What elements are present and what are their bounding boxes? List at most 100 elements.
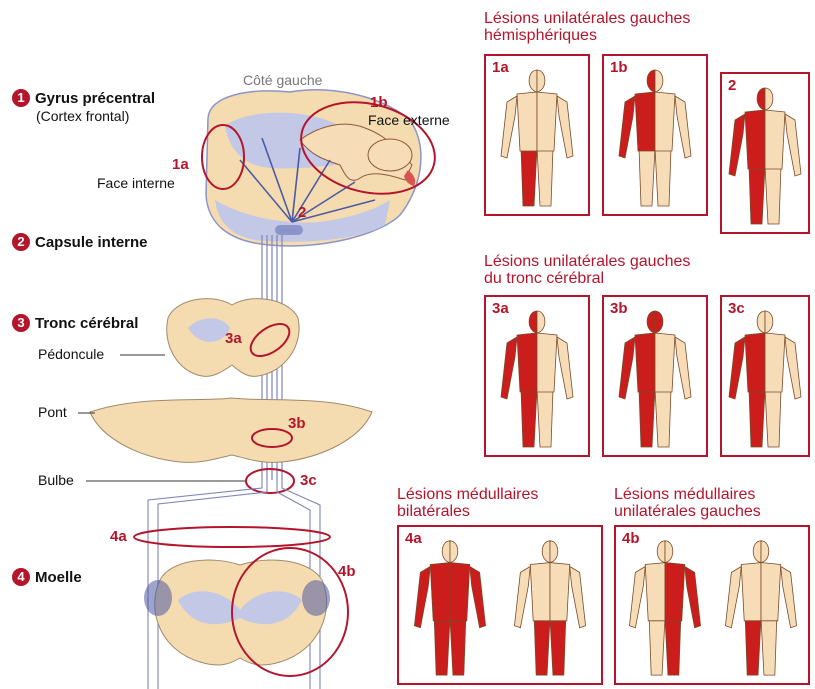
torso-left-patient bbox=[655, 333, 675, 392]
torso-right-patient bbox=[741, 563, 761, 621]
torso-left-patient bbox=[550, 563, 570, 621]
face-left-patient bbox=[765, 311, 773, 333]
arm-left-patient bbox=[785, 337, 801, 399]
marker-4a: 4a bbox=[110, 528, 127, 545]
section-brainstem-line1: Lésions unilatérales gauches bbox=[484, 253, 690, 270]
leg-right-patient bbox=[434, 618, 450, 675]
panel-4b: 4b bbox=[614, 525, 810, 685]
face-right-patient bbox=[757, 88, 765, 110]
figure-4b-2 bbox=[712, 527, 810, 683]
section-spinal-unilateral-title: Lésions médullaires unilatérales gauches bbox=[614, 486, 761, 520]
arm-left-patient bbox=[570, 566, 586, 627]
face-right-patient bbox=[529, 311, 537, 333]
level-1-title: 1 Gyrus précentral bbox=[12, 89, 155, 107]
section-hemispheric-title: Lésions unilatérales gauches hémisphériq… bbox=[484, 10, 690, 44]
arm-left-patient bbox=[557, 96, 573, 158]
torso-right-patient bbox=[745, 333, 765, 392]
arm-left-patient bbox=[557, 337, 573, 399]
arm-right-patient bbox=[729, 114, 745, 176]
arm-right-patient bbox=[619, 337, 635, 399]
face-interne-label: Face interne bbox=[97, 175, 175, 191]
spinal-cord-section bbox=[134, 527, 348, 676]
torso-right-patient bbox=[635, 92, 655, 151]
pedoncule-label: Pédoncule bbox=[38, 346, 104, 362]
marker-3c: 3c bbox=[300, 472, 317, 489]
face-left-patient bbox=[550, 541, 558, 563]
face-externe-label: Face externe bbox=[368, 112, 450, 128]
leg-left-patient bbox=[655, 389, 671, 447]
leg-right-patient bbox=[534, 618, 550, 675]
section-brainstem-title: Lésions unilatérales gauches du tronc cé… bbox=[484, 253, 690, 287]
section-hemispheric-line1: Lésions unilatérales gauches bbox=[484, 10, 690, 27]
face-right-patient bbox=[753, 541, 761, 563]
level-1-name: Gyrus précentral bbox=[35, 90, 155, 107]
leg-left-patient bbox=[550, 618, 566, 675]
arm-left-patient bbox=[685, 566, 701, 627]
face-right-patient bbox=[757, 311, 765, 333]
marker-3b: 3b bbox=[288, 415, 306, 432]
section-spinal-bilateral-line2: bilatérales bbox=[397, 503, 538, 520]
panel-3a: 3a bbox=[484, 295, 590, 457]
leg-right-patient bbox=[639, 148, 655, 206]
level-4-number: 4 bbox=[12, 568, 30, 586]
leg-left-patient bbox=[655, 148, 671, 206]
figure-4a-2 bbox=[499, 527, 601, 683]
level-2-title: 2 Capsule interne bbox=[12, 233, 148, 251]
section-spinal-unilateral-line1: Lésions médullaires bbox=[614, 486, 761, 503]
level-3-name: Tronc cérébral bbox=[35, 315, 138, 332]
leg-right-patient bbox=[639, 389, 655, 447]
torso-left-patient bbox=[761, 563, 781, 621]
torso-right-patient bbox=[635, 333, 655, 392]
panel-3c: 3c bbox=[720, 295, 810, 457]
figure-1b bbox=[604, 56, 706, 214]
arm-left-patient bbox=[675, 337, 691, 399]
arm-left-patient bbox=[781, 566, 797, 627]
leg-left-patient bbox=[665, 618, 681, 675]
leg-right-patient bbox=[749, 389, 765, 447]
face-right-patient bbox=[442, 541, 450, 563]
marker-3a: 3a bbox=[225, 330, 242, 347]
panel-4a: 4a bbox=[397, 525, 603, 685]
torso-right-patient bbox=[517, 92, 537, 151]
figure-4a-1 bbox=[399, 527, 501, 683]
level-2-name: Capsule interne bbox=[35, 234, 148, 251]
leg-right-patient bbox=[521, 389, 537, 447]
arm-right-patient bbox=[725, 566, 741, 627]
figure-4b-1 bbox=[616, 527, 714, 683]
section-spinal-bilateral-line1: Lésions médullaires bbox=[397, 486, 538, 503]
level-3-number: 3 bbox=[12, 314, 30, 332]
section-spinal-unilateral-line2: unilatérales gauches bbox=[614, 503, 761, 520]
side-label: Côté gauche bbox=[243, 72, 322, 88]
figure-2 bbox=[722, 74, 808, 232]
face-right-patient bbox=[647, 70, 655, 92]
arm-right-patient bbox=[501, 96, 517, 158]
pont-label: Pont bbox=[38, 404, 67, 420]
level-1-number: 1 bbox=[12, 89, 30, 107]
torso-left-patient bbox=[655, 92, 675, 151]
leg-left-patient bbox=[537, 148, 553, 206]
panel-1b: 1b bbox=[602, 54, 708, 216]
torso-left-patient bbox=[665, 563, 685, 621]
face-left-patient bbox=[655, 311, 663, 333]
arm-right-patient bbox=[729, 337, 745, 399]
torso-right-patient bbox=[745, 110, 765, 169]
torso-left-patient bbox=[537, 333, 557, 392]
torso-left-patient bbox=[765, 110, 785, 169]
face-right-patient bbox=[657, 541, 665, 563]
arm-right-patient bbox=[501, 337, 517, 399]
leg-left-patient bbox=[450, 618, 466, 675]
figure-3a bbox=[486, 297, 588, 455]
face-right-patient bbox=[529, 70, 537, 92]
torso-right-patient bbox=[517, 333, 537, 392]
marker-1a: 1a bbox=[172, 156, 189, 173]
figure-3c bbox=[722, 297, 808, 455]
level-4-name: Moelle bbox=[35, 569, 82, 586]
marker-2: 2 bbox=[298, 204, 306, 221]
face-right-patient bbox=[647, 311, 655, 333]
torso-left-patient bbox=[765, 333, 785, 392]
section-brainstem-line2: du tronc cérébral bbox=[484, 270, 690, 287]
arm-right-patient bbox=[514, 566, 530, 627]
level-2-number: 2 bbox=[12, 233, 30, 251]
pons-section bbox=[90, 398, 372, 462]
leg-right-patient bbox=[521, 148, 537, 206]
